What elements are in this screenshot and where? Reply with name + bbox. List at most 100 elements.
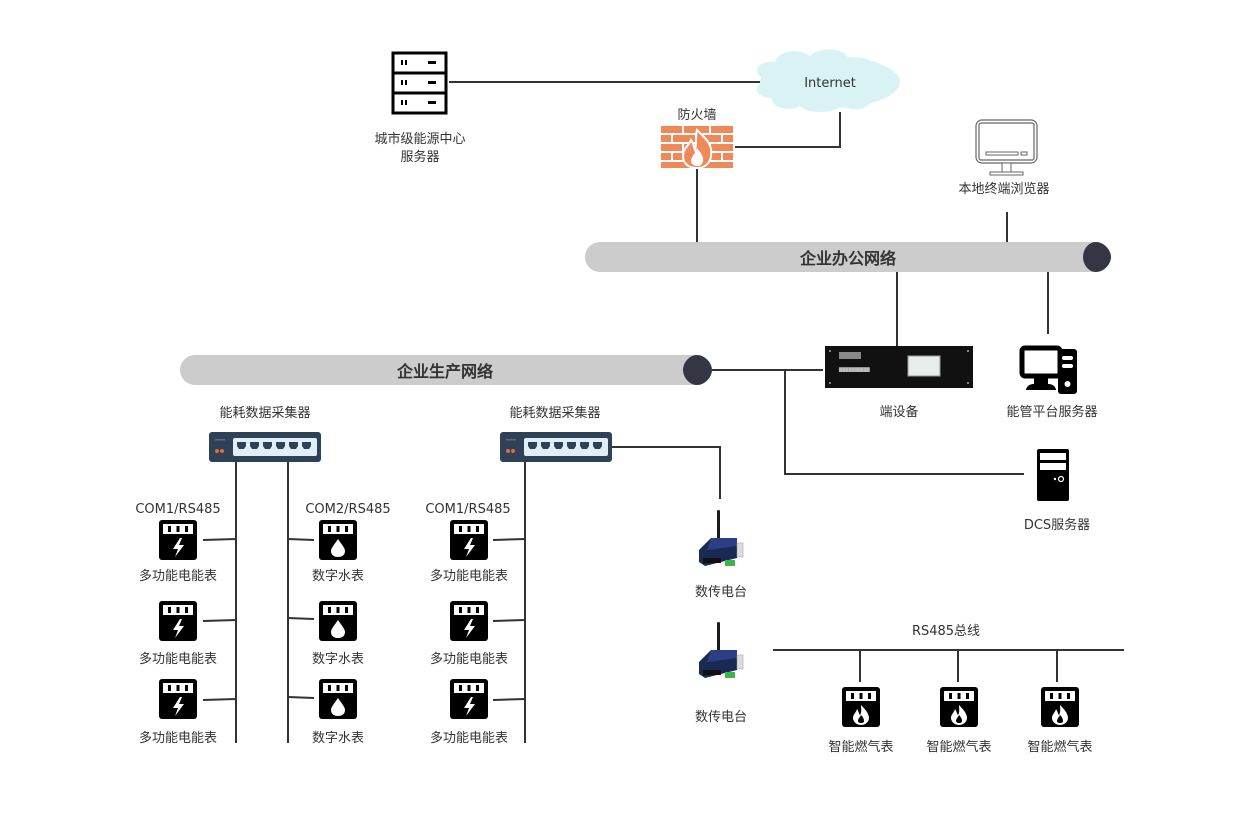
meter-label: 智能燃气表	[926, 739, 991, 755]
internet-label: Internet	[804, 76, 856, 91]
meter-label: 多功能电能表	[139, 730, 217, 746]
network-switch-icon	[500, 432, 612, 462]
dcs-server-node[interactable]: DCS服务器	[1024, 449, 1090, 533]
radio-2-label: 数传电台	[695, 710, 747, 725]
rs485-bus-label: RS485总线	[912, 624, 980, 639]
meter-label: 数字水表	[312, 569, 364, 584]
wire-c1-com1-m3	[202, 698, 237, 701]
meter-item[interactable]: 智能燃气表	[1027, 687, 1093, 755]
radio-modem-icon	[699, 622, 744, 678]
server-rack-icon	[391, 51, 448, 115]
meter-label: 多功能电能表	[430, 568, 508, 584]
meter-item[interactable]: 数字水表	[312, 520, 364, 584]
radio-2-node[interactable]: 数传电台	[695, 622, 747, 725]
electric-meter-icon	[450, 679, 488, 719]
meter-label: 多功能电能表	[139, 568, 217, 584]
wire-c1-com1-m2	[202, 619, 237, 622]
meter-item[interactable]: 多功能电能表	[430, 679, 508, 746]
meter-label: 多功能电能表	[139, 651, 217, 667]
production-bus-cap	[683, 355, 712, 385]
wire-to-dcs	[784, 370, 1024, 475]
firewall-icon	[661, 126, 733, 170]
meter-item[interactable]: 多功能电能表	[139, 601, 217, 667]
meter-item[interactable]: 多功能电能表	[139, 520, 217, 584]
tower-server-icon	[1037, 449, 1069, 501]
water-drop-icon	[331, 698, 345, 716]
electric-meter-icon	[159, 601, 197, 641]
meter-item[interactable]: 数字水表	[312, 679, 364, 746]
production-network-bus[interactable]: 企业生产网络	[180, 355, 712, 385]
c1-com1-label: COM1/RS485	[135, 502, 220, 517]
electric-meter-icon	[450, 520, 488, 560]
wire-internet-firewall	[735, 112, 841, 148]
c1-com2-label: COM2/RS485	[305, 502, 390, 517]
meter-label: 智能燃气表	[1027, 739, 1092, 755]
meter-label: 数字水表	[312, 652, 364, 667]
water-drop-icon	[331, 620, 345, 638]
radio-1-node[interactable]: 数传电台	[695, 510, 747, 600]
edge-device-node[interactable]: ██████████ 端设备	[825, 346, 973, 420]
c2-com1-label: COM1/RS485	[425, 502, 510, 517]
radio-1-label: 数传电台	[695, 585, 747, 600]
meter-label: 智能燃气表	[828, 739, 893, 755]
production-bus-label: 企业生产网络	[396, 362, 493, 381]
city-server-label-line2: 服务器	[400, 149, 439, 165]
city-server-node[interactable]: 城市级能源中心 服务器	[374, 51, 466, 165]
c1-com1-meters: 多功能电能表 多功能电能表 多功能电能表	[139, 520, 217, 746]
lightning-icon	[173, 538, 184, 557]
lightning-icon	[464, 697, 475, 716]
meter-label: 多功能电能表	[430, 651, 508, 667]
wire-c1-com2-m3	[287, 696, 315, 699]
collector-2-label: 能耗数据采集器	[509, 405, 600, 421]
electric-meter-icon	[159, 679, 197, 719]
platform-server-node[interactable]: 能管平台服务器	[1006, 345, 1098, 420]
wire-collector2-radio	[612, 446, 721, 499]
wire-c2-com1-m3	[492, 698, 526, 701]
radio-modem-icon	[699, 510, 744, 566]
desktop-computer-icon	[1019, 345, 1077, 394]
c2-com1-meters: 多功能电能表 多功能电能表 多功能电能表	[430, 520, 508, 746]
local-browser-label: 本地终端浏览器	[958, 181, 1049, 197]
meter-item[interactable]: 多功能电能表	[139, 679, 217, 746]
collector-1-node[interactable]: 能耗数据采集器 COM1/RS485 COM2/RS485	[135, 405, 390, 517]
wire-c1-com1-m1	[202, 538, 237, 541]
firewall-node[interactable]: 防火墙	[661, 107, 733, 170]
meter-item[interactable]: 智能燃气表	[926, 687, 992, 755]
office-network-bus[interactable]: 企业办公网络	[585, 242, 1111, 272]
monitor-icon	[975, 119, 1038, 176]
meter-item[interactable]: 多功能电能表	[430, 601, 508, 667]
water-drop-icon	[331, 539, 345, 557]
meter-label: 数字水表	[312, 731, 364, 746]
firewall-label: 防火墙	[677, 107, 716, 123]
collector-1-label: 能耗数据采集器	[219, 405, 310, 421]
electric-meter-icon	[159, 520, 197, 560]
lightning-icon	[173, 619, 184, 638]
meter-item[interactable]: 多功能电能表	[430, 520, 508, 584]
lightning-icon	[464, 538, 475, 557]
office-bus-body	[585, 242, 1098, 272]
gas-meters: 智能燃气表 智能燃气表 智能燃气表	[828, 687, 1093, 755]
meter-item[interactable]: 数字水表	[312, 601, 364, 667]
edge-device-label: 端设备	[879, 404, 918, 420]
office-bus-cap	[1083, 242, 1111, 272]
wire-c2-com1-m2	[492, 619, 526, 622]
rack-device-icon: ██████████	[825, 346, 973, 388]
collector-2-node[interactable]: 能耗数据采集器 COM1/RS485	[425, 405, 612, 517]
wire-c2-com1-m1	[492, 538, 526, 541]
wire-c1-com2-m2	[287, 617, 315, 620]
local-browser-node[interactable]: 本地终端浏览器	[958, 119, 1050, 197]
network-switch-icon	[209, 432, 321, 462]
production-bus-body	[180, 355, 700, 385]
cloud-icon	[756, 49, 900, 112]
electric-meter-icon	[450, 601, 488, 641]
c1-com2-meters: 数字水表 数字水表 数字水表	[312, 520, 364, 746]
svg-text:██████████: ██████████	[838, 367, 871, 372]
meter-item[interactable]: 智能燃气表	[828, 687, 894, 755]
city-server-label-line1: 城市级能源中心	[374, 131, 465, 147]
meter-label: 多功能电能表	[430, 730, 508, 746]
dcs-server-label: DCS服务器	[1024, 517, 1090, 533]
platform-server-label: 能管平台服务器	[1006, 404, 1097, 420]
lightning-icon	[464, 619, 475, 638]
internet-node[interactable]: Internet	[756, 49, 900, 112]
